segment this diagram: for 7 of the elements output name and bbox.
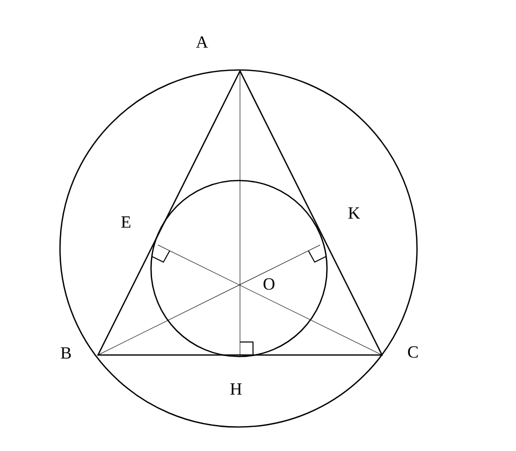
point-label: E (121, 216, 130, 228)
point-label: B (60, 347, 71, 359)
point-label: A (196, 36, 208, 48)
point-label: K (348, 207, 360, 219)
point-label: C (408, 346, 418, 358)
point-label: H (230, 383, 242, 395)
point-label: O (264, 278, 274, 290)
